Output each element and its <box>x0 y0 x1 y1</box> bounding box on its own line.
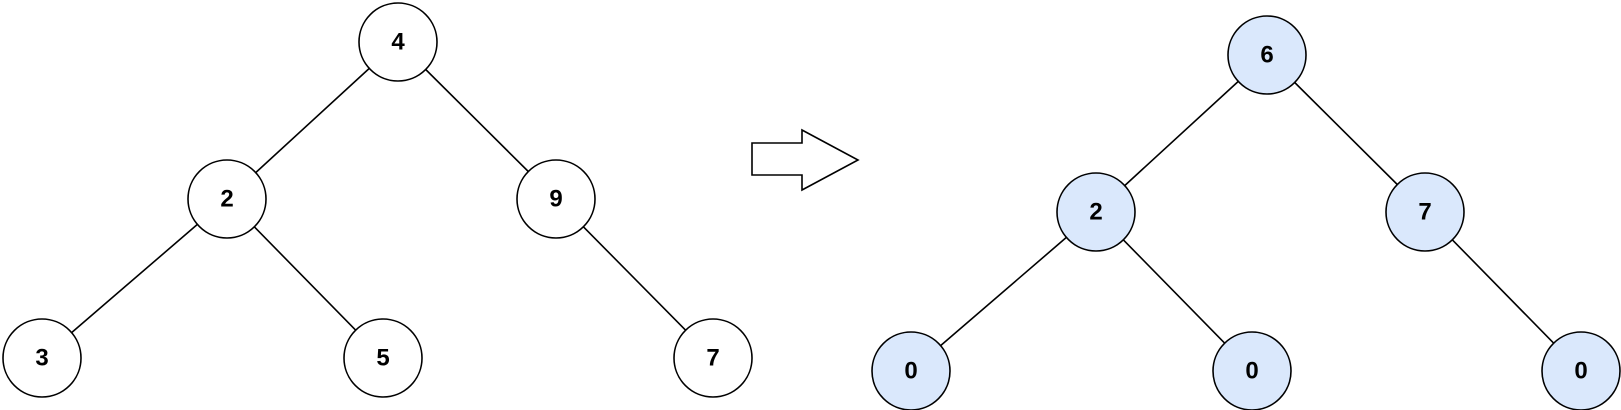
tree-node-circle <box>516 159 596 239</box>
tree-node-label: 5 <box>376 345 389 372</box>
tree-edge <box>255 67 370 174</box>
tree-node-label: 0 <box>1574 358 1587 385</box>
tree-node: 5 <box>343 318 423 398</box>
tree-node: 7 <box>1385 172 1465 252</box>
tree-node: 9 <box>516 159 596 239</box>
tree-node-circle <box>1385 172 1465 252</box>
tree-node: 6 <box>1227 15 1307 95</box>
tree-node-label: 6 <box>1260 42 1273 69</box>
tree-node: 7 <box>673 318 753 398</box>
tree-node: 4 <box>358 2 438 82</box>
tree-node-circle <box>343 318 423 398</box>
tree-node-label: 2 <box>1089 199 1102 226</box>
tree-node-label: 7 <box>1418 199 1431 226</box>
tree-node-label: 0 <box>904 358 917 385</box>
tree-node-label: 3 <box>35 345 48 372</box>
tree-node-label: 9 <box>549 186 562 213</box>
tree-node: 2 <box>1056 172 1136 252</box>
tree-node-circle <box>1541 331 1621 410</box>
tree-node-circle <box>1212 331 1292 410</box>
right-arrow-icon <box>751 128 860 192</box>
tree-node-circle <box>2 318 82 398</box>
tree-edge <box>253 226 357 331</box>
tree-edge <box>1294 81 1398 186</box>
tree-node-circle <box>1227 15 1307 95</box>
tree-node-label: 2 <box>220 186 233 213</box>
tree-node: 2 <box>187 159 267 239</box>
tree-node-circle <box>358 2 438 82</box>
tree-node-circle <box>1056 172 1136 252</box>
tree-node: 0 <box>871 331 951 410</box>
tree-edge <box>1451 239 1555 344</box>
tree-node-label: 0 <box>1245 358 1258 385</box>
tree-edge <box>1124 80 1239 187</box>
tree-node: 0 <box>1541 331 1621 410</box>
tree-node-label: 7 <box>706 345 719 372</box>
tree-node-circle <box>871 331 951 410</box>
edges-layer <box>71 67 1555 347</box>
tree-edge <box>425 68 529 173</box>
tree-node: 0 <box>1212 331 1292 410</box>
tree-node: 3 <box>2 318 82 398</box>
tree-edge <box>582 226 687 331</box>
tree-node-circle <box>187 159 267 239</box>
tree-edge <box>940 236 1067 347</box>
tree-node-circle <box>673 318 753 398</box>
tree-edge <box>71 223 198 334</box>
tree-node-label: 4 <box>391 29 405 56</box>
tree-edge <box>1122 239 1226 344</box>
